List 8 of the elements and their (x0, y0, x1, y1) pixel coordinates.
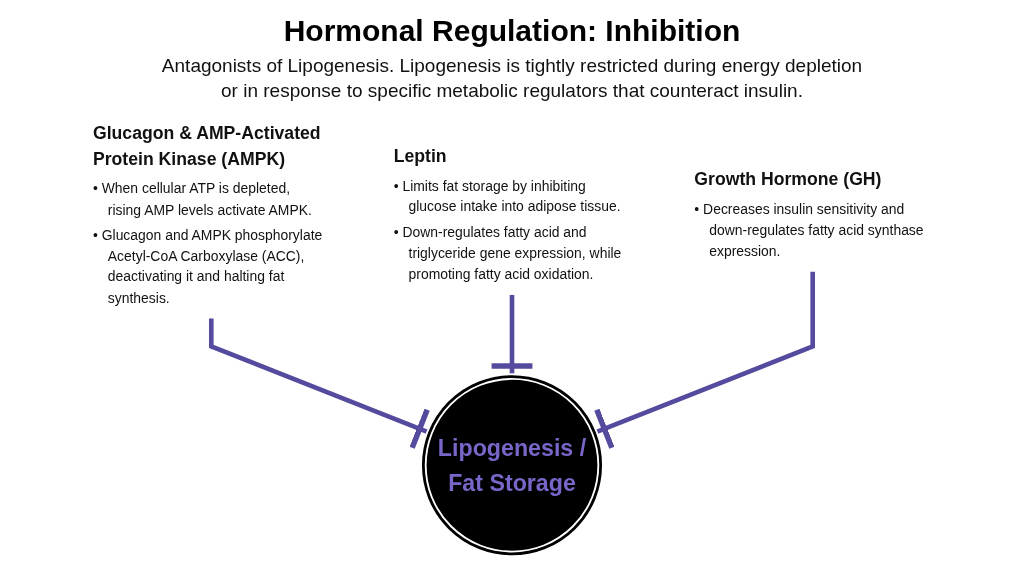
connector (209, 319, 430, 451)
connector (594, 272, 816, 451)
node-circle: Lipogenesis / Fat Storage (420, 373, 604, 558)
node-text: Growth Hormone (GH) • Decreases insulin sensitivity and down-regulates fatty acid synthase expression. (694, 170, 924, 259)
title: Hormonal Regulation: Inhibition (283, 14, 741, 48)
node-text: Glucagon & AMP-Activated Protein Kinase (AMPK) • When cellular ATP is depleted, rising AMP levels activate AMPK. • Glucagon and AMPK phosphorylate Acetyl-CoA Carboxylase (ACC), deactivating it and halting fat synthesis. (92, 123, 323, 306)
node-text: Leptin • Limits fat storage by inhibiting glucose intake into adipose tissue. • Down-regulates fatty acid and triglyceride gene expression, while promoting fatty acid oxidation. (393, 146, 622, 282)
subtitle: Antagonists of Lipogenesis. Lipogenesis is tightly restricted during energy depletion or in response to specific metabolic regulators that counteract insulin. (160, 54, 864, 103)
